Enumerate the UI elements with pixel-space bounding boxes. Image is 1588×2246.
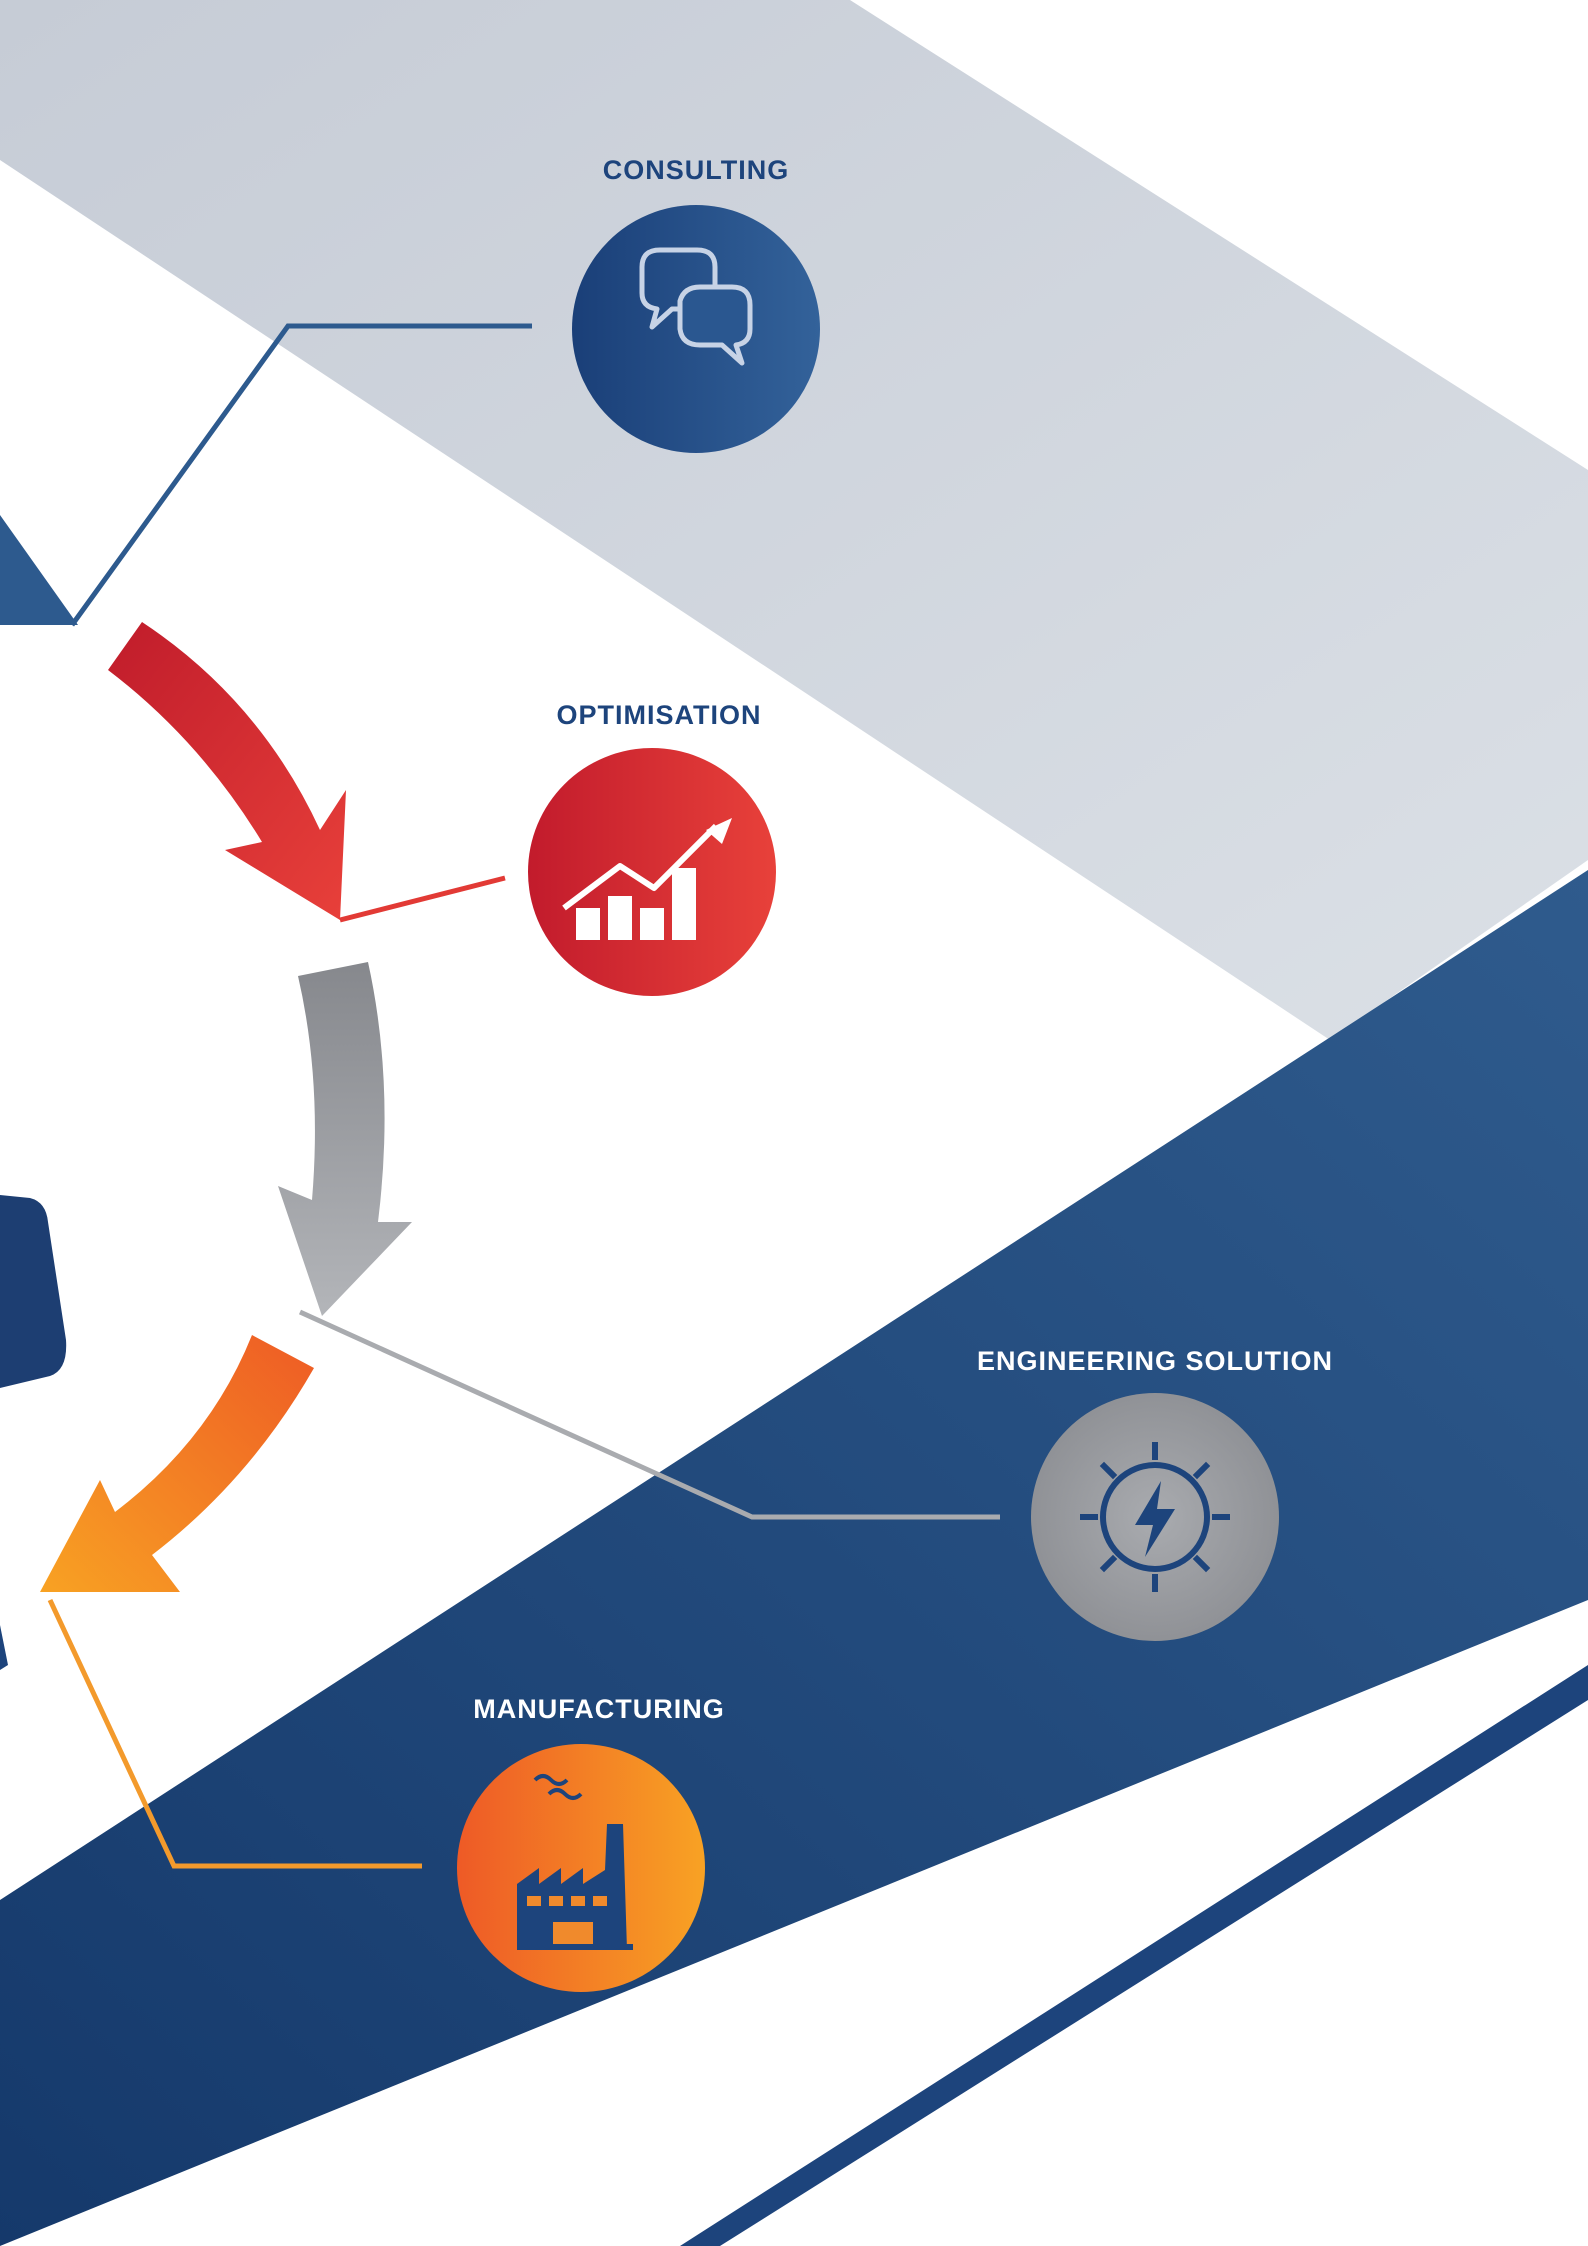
stripe — [902, 0, 1588, 443]
stripe — [617, 1613, 1588, 2246]
manufacturing-label: MANUFACTURING — [473, 1694, 725, 1724]
manufacturing-connector — [47, 1598, 422, 1869]
grey-band — [0, 0, 1588, 1040]
gear-lightning-icon — [1080, 1442, 1230, 1592]
engineering-solution-node[interactable] — [1031, 1393, 1279, 1641]
manufacturing-node[interactable] — [457, 1744, 705, 1992]
stripe — [859, 0, 1588, 467]
optimisation-connector — [339, 875, 506, 923]
navy-notch-partial — [0, 1625, 8, 1670]
engineering-connector — [298, 1309, 1000, 1520]
rising-chart-icon — [562, 818, 732, 940]
consulting-connector — [69, 323, 532, 627]
speech-bubbles-icon — [639, 247, 753, 366]
navy-band — [0, 870, 1588, 2246]
optimisation-label: OPTIMISATION — [556, 700, 762, 730]
orange-cycle-arrow — [40, 1335, 314, 1592]
consulting-label: CONSULTING — [602, 155, 790, 185]
navy-arrow-partial — [0, 515, 78, 625]
navy-edge-band — [680, 1665, 1588, 2246]
navy-tab-partial — [0, 1195, 67, 1388]
red-cycle-arrow — [108, 622, 346, 920]
stripe — [665, 1645, 1588, 2246]
grey-cycle-arrow — [278, 962, 412, 1316]
optimisation-node[interactable] — [528, 748, 776, 996]
engineering-solution-label: ENGINEERING SOLUTION — [976, 1346, 1334, 1376]
consulting-node[interactable] — [572, 205, 820, 453]
factory-icon — [517, 1774, 633, 1950]
